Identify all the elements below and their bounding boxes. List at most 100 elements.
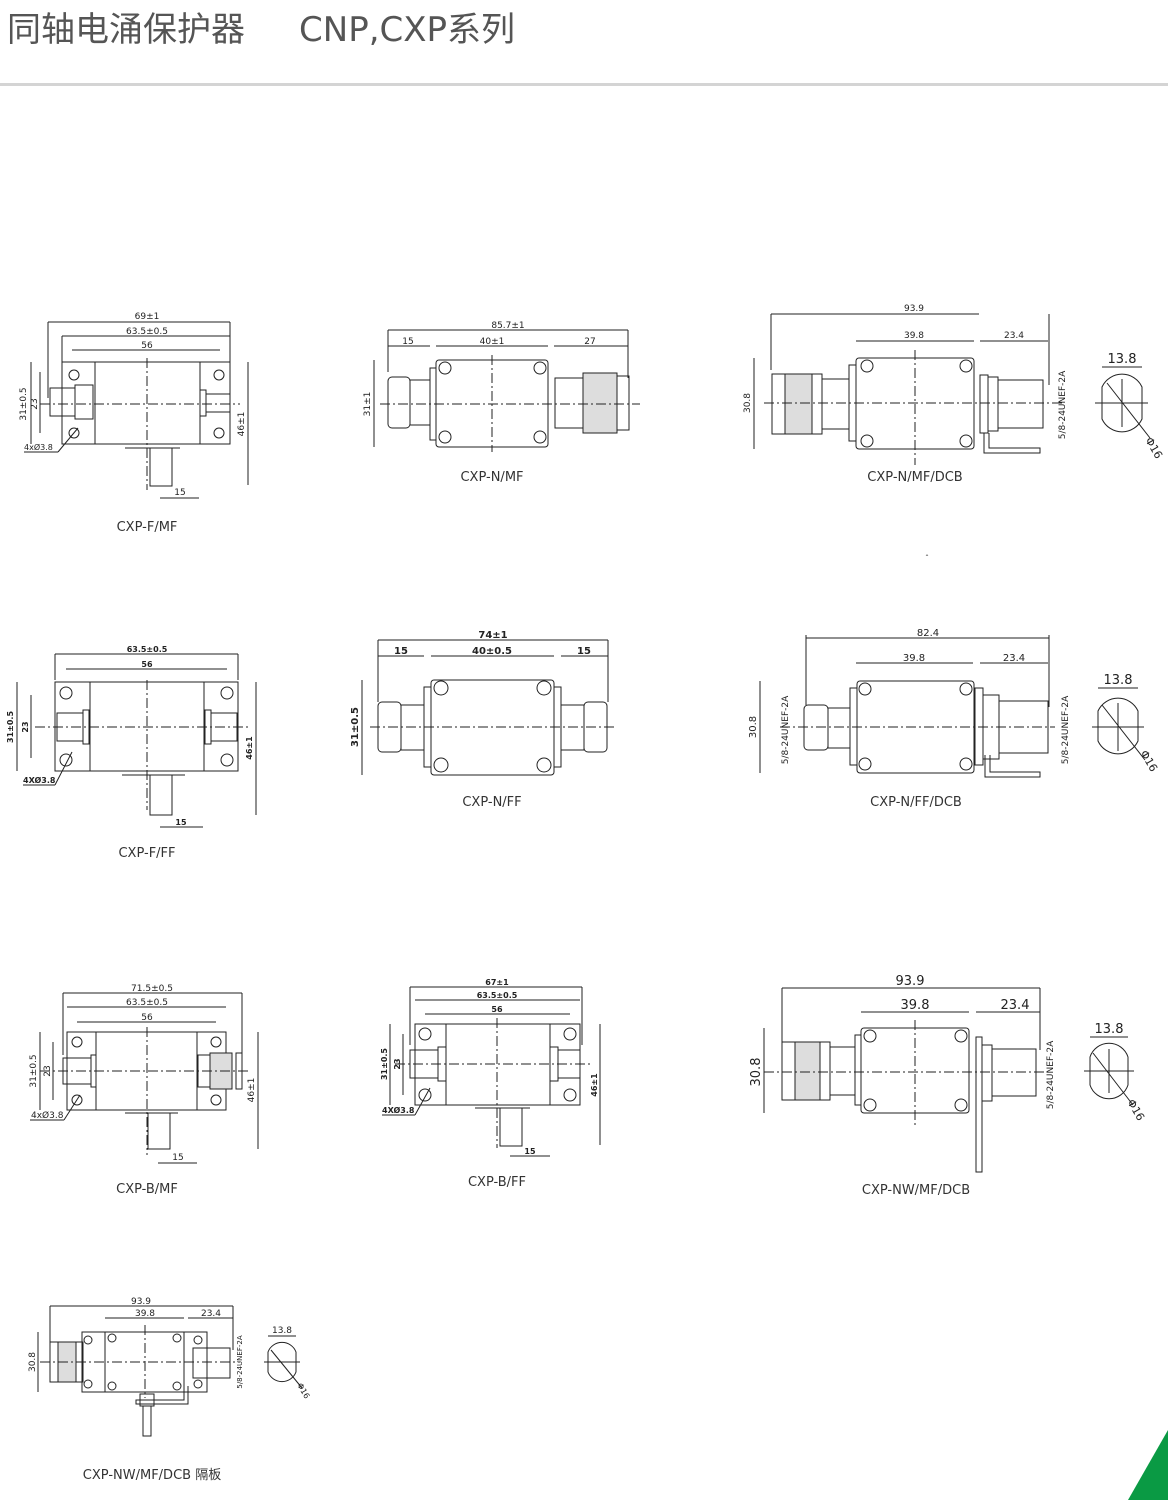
svg-text:4XØ3.8: 4XØ3.8 <box>382 1105 415 1115</box>
cxp-n-mf-dcb-diagram: 93.9 39.8 23.4 30.8 5/8-24UNEF-2A 13.8 Φ… <box>743 304 1165 465</box>
svg-text:5/8-24UNEF-2A: 5/8-24UNEF-2A <box>1061 695 1071 764</box>
svg-text:56: 56 <box>141 660 153 669</box>
cxp-nw-mf-dcb-diagram: 93.9 39.8 23.4 30.8 5/8-24UNEF-2A 13.8 Φ… <box>749 974 1147 1173</box>
svg-text:31±0.5: 31±0.5 <box>6 711 15 743</box>
caption-cxp-b-ff: CXP-B/FF <box>467 1175 527 1190</box>
caption-cxp-n-ff-dcb: CXP-N/FF/DCB <box>870 795 962 810</box>
caption-cxp-f-mf: CXP-F/MF <box>116 520 178 535</box>
svg-text:46±1: 46±1 <box>247 1078 257 1103</box>
svg-text:30.8: 30.8 <box>748 716 759 738</box>
svg-text:93.9: 93.9 <box>131 1297 151 1307</box>
svg-text:4xØ3.8: 4xØ3.8 <box>31 1110 64 1121</box>
svg-text:56: 56 <box>141 341 153 351</box>
svg-text:31±0.5: 31±0.5 <box>19 387 29 420</box>
drawing-cxp-b-ff: 67±1 63.5±0.5 56 31±0.5 23 46±1 15 4XØ3.… <box>370 970 620 1200</box>
svg-text:31±0.5: 31±0.5 <box>29 1054 39 1087</box>
svg-text:23: 23 <box>393 1058 402 1069</box>
svg-text:23.4: 23.4 <box>1003 653 1025 664</box>
svg-text:5/8-24UNEF-2A: 5/8-24UNEF-2A <box>236 1335 244 1388</box>
svg-text:13.8: 13.8 <box>272 1326 292 1336</box>
green-corner-accent <box>1128 1430 1168 1500</box>
caption-cxp-b-mf: CXP-B/MF <box>116 1182 178 1197</box>
svg-text:4XØ3.8: 4XØ3.8 <box>23 775 56 785</box>
stray-mark: ˆ <box>925 554 929 563</box>
caption-cxp-n-ff: CXP-N/FF <box>462 795 522 810</box>
svg-text:27: 27 <box>584 337 595 347</box>
svg-text:Φ16: Φ16 <box>295 1382 311 1401</box>
page-header: 同轴电涌保护器 CNP,CXP系列 <box>0 0 1168 86</box>
svg-text:74±1: 74±1 <box>478 630 507 641</box>
svg-text:39.8: 39.8 <box>903 653 925 664</box>
cxp-n-mf-diagram: 85.7±1 15 40±1 27 31±1 <box>363 321 640 452</box>
svg-text:13.8: 13.8 <box>1108 352 1137 367</box>
caption-cxp-nw-mf-dcb-bulkhead: CXP-NW/MF/DCB 隔板 <box>82 1468 222 1483</box>
svg-text:15: 15 <box>402 337 413 347</box>
svg-text:63.5±0.5: 63.5±0.5 <box>126 998 168 1008</box>
svg-text:30.8: 30.8 <box>749 1058 764 1087</box>
svg-text:63.5±0.5: 63.5±0.5 <box>477 991 518 1000</box>
svg-text:93.9: 93.9 <box>904 304 924 314</box>
svg-text:5/8-24UNEF-2A: 5/8-24UNEF-2A <box>1046 1040 1056 1109</box>
cxp-n-ff-dcb-diagram: 82.4 39.8 23.4 30.8 5/8-24UNEF-2A 5/8-24… <box>748 628 1160 778</box>
svg-text:13.8: 13.8 <box>1095 1022 1124 1037</box>
svg-text:67±1: 67±1 <box>485 978 509 987</box>
drawing-cxp-n-ff: 74±1 15 40±0.5 15 31±0.5 CXP-N/FF <box>340 620 630 820</box>
svg-text:23.4: 23.4 <box>1004 331 1024 341</box>
svg-text:31±0.5: 31±0.5 <box>350 707 361 747</box>
cxp-b-mf-diagram: 71.5±0.5 63.5±0.5 56 31±0.5 23 46±1 15 4… <box>29 984 259 1164</box>
svg-text:15: 15 <box>394 646 408 657</box>
svg-text:5/8-24UNEF-2A: 5/8-24UNEF-2A <box>781 695 791 764</box>
svg-text:5/8-24UNEF-2A: 5/8-24UNEF-2A <box>1058 370 1068 439</box>
svg-text:40±0.5: 40±0.5 <box>472 646 512 657</box>
svg-text:23: 23 <box>30 398 40 409</box>
svg-text:30.8: 30.8 <box>743 393 753 413</box>
svg-text:93.9: 93.9 <box>896 974 925 989</box>
svg-text:69±1: 69±1 <box>135 312 160 322</box>
drawing-cxp-nw-mf-dcb-bulkhead: 93.9 39.8 23.4 30.8 5/8-24UNEF-2A 13.8 Φ… <box>0 1290 330 1490</box>
svg-text:63.5±0.5: 63.5±0.5 <box>127 645 168 654</box>
svg-text:40±1: 40±1 <box>480 337 505 347</box>
svg-text:46±1: 46±1 <box>237 412 247 437</box>
drawing-cxp-n-ff-dcb: 82.4 39.8 23.4 30.8 5/8-24UNEF-2A 5/8-24… <box>740 545 1160 815</box>
svg-text:46±1: 46±1 <box>590 1073 599 1097</box>
svg-text:63.5±0.5: 63.5±0.5 <box>126 327 168 337</box>
drawing-cxp-n-mf-dcb: 93.9 39.8 23.4 30.8 5/8-24UNEF-2A 13.8 Φ… <box>730 295 1165 495</box>
svg-text:85.7±1: 85.7±1 <box>491 321 524 331</box>
svg-text:39.8: 39.8 <box>135 1309 155 1319</box>
drawing-cxp-nw-mf-dcb: 93.9 39.8 23.4 30.8 5/8-24UNEF-2A 13.8 Φ… <box>740 965 1160 1205</box>
cxp-f-ff-diagram: 63.5±0.5 56 31±0.5 23 46±1 15 4XØ3.8 <box>6 645 257 828</box>
cxp-f-mf-diagram: 69±1 63.5±0.5 56 31±0.5 23 46±1 15 4xØ3.… <box>19 312 249 499</box>
svg-text:30.8: 30.8 <box>28 1352 38 1372</box>
cxp-nw-mf-dcb-bulkhead-diagram: 93.9 39.8 23.4 30.8 5/8-24UNEF-2A 13.8 Φ… <box>28 1297 311 1437</box>
svg-text:23.4: 23.4 <box>1001 998 1030 1013</box>
svg-text:31±1: 31±1 <box>363 392 373 417</box>
caption-cxp-nw-mf-dcb: CXP-NW/MF/DCB <box>861 1183 971 1198</box>
svg-text:15: 15 <box>524 1147 536 1156</box>
svg-text:56: 56 <box>141 1013 153 1023</box>
svg-text:71.5±0.5: 71.5±0.5 <box>131 984 173 994</box>
svg-text:Φ16: Φ16 <box>1137 748 1160 774</box>
drawing-cxp-f-mf: 69±1 63.5±0.5 56 31±0.5 23 46±1 15 4xØ3.… <box>0 300 280 550</box>
svg-text:56: 56 <box>491 1005 503 1014</box>
drawing-cxp-f-ff: 63.5±0.5 56 31±0.5 23 46±1 15 4XØ3.8 CXP… <box>0 640 280 870</box>
caption-cxp-f-ff: CXP-F/FF <box>118 846 176 861</box>
svg-text:23.4: 23.4 <box>201 1309 221 1319</box>
svg-text:39.8: 39.8 <box>904 331 924 341</box>
svg-text:39.8: 39.8 <box>901 998 930 1013</box>
svg-text:23: 23 <box>21 721 30 732</box>
svg-text:15: 15 <box>577 646 591 657</box>
cxp-b-ff-diagram: 67±1 63.5±0.5 56 31±0.5 23 46±1 15 4XØ3.… <box>380 978 601 1157</box>
svg-text:23: 23 <box>43 1065 53 1076</box>
svg-text:46±1: 46±1 <box>245 736 254 760</box>
drawing-cxp-n-mf: 85.7±1 15 40±1 27 31±1 CXP-N/MF <box>350 310 650 490</box>
svg-text:Φ16: Φ16 <box>1124 1097 1147 1123</box>
svg-text:15: 15 <box>175 818 187 827</box>
drawing-cxp-b-mf: 71.5±0.5 63.5±0.5 56 31±0.5 23 46±1 15 4… <box>0 975 280 1205</box>
svg-text:31±0.5: 31±0.5 <box>380 1048 389 1080</box>
svg-text:4xØ3.8: 4xØ3.8 <box>24 442 53 452</box>
caption-cxp-n-mf: CXP-N/MF <box>460 470 524 485</box>
caption-cxp-n-mf-dcb: CXP-N/MF/DCB <box>867 470 963 485</box>
cxp-n-ff-diagram: 74±1 15 40±0.5 15 31±0.5 <box>350 630 615 776</box>
page-title: 同轴电涌保护器 CNP,CXP系列 <box>7 10 516 50</box>
svg-text:15: 15 <box>172 1153 183 1163</box>
